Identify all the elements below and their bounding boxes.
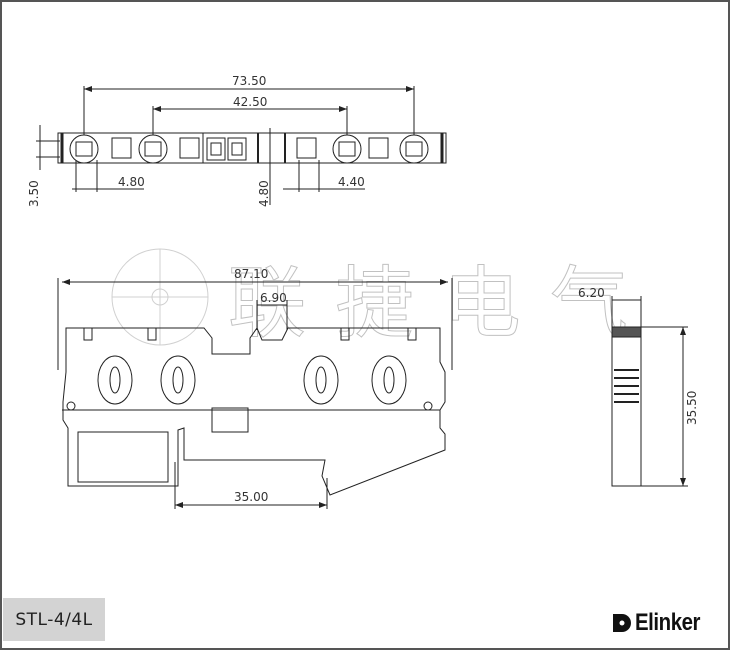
side-view [57, 278, 453, 509]
dim-width-end: 6.20 [578, 286, 605, 300]
dim-slot-side: 6.90 [260, 291, 287, 305]
dim-center-gap: 4.80 [257, 180, 271, 207]
model-label: STL-4/4L [3, 598, 105, 641]
watermark-text: 联捷电气 [228, 259, 628, 349]
dim-length-side: 87.10 [234, 267, 268, 281]
brand-logo: Elinker [611, 609, 712, 637]
test-ports [111, 137, 389, 161]
dim-rail-side: 35.00 [234, 490, 268, 504]
dim-pitch-left: 4.80 [118, 175, 145, 189]
top-view [36, 86, 447, 205]
dim-inner-top: 42.50 [233, 95, 267, 109]
end-view [611, 296, 688, 487]
brand-name: Elinker [635, 609, 701, 636]
watermark: 联捷电气 [111, 248, 629, 350]
dim-pitch-right: 4.40 [338, 175, 365, 189]
dim-height-top: 3.50 [27, 180, 41, 207]
brand-logo-icon [613, 614, 631, 632]
dim-height-end: 35.50 [685, 391, 699, 425]
spring-clamps [97, 355, 407, 405]
wire-entry-circles [69, 134, 429, 164]
dim-overall-top: 73.50 [232, 74, 266, 88]
